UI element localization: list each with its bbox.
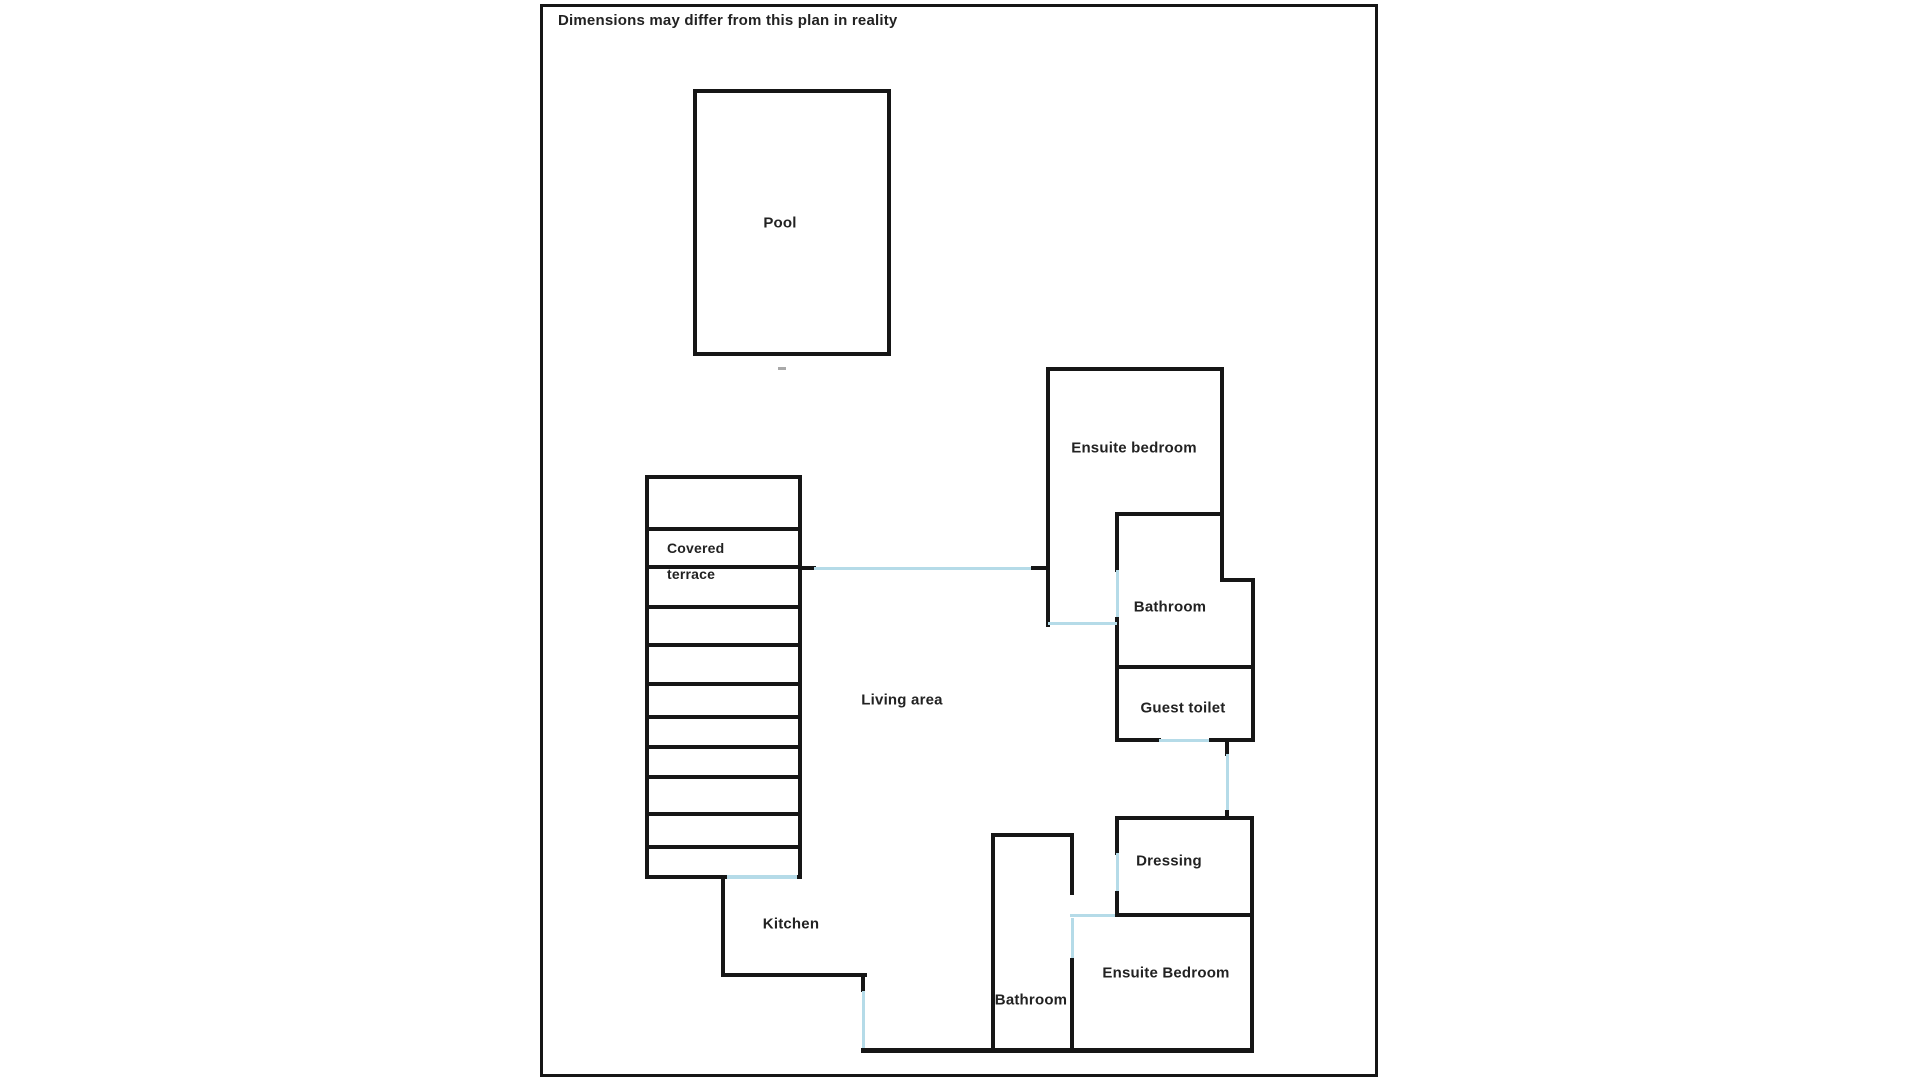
- guest-toilet-left-wall: [1115, 665, 1119, 742]
- bathroom2-top-wall: [991, 833, 1074, 837]
- bedroom1-left-wall: [1046, 367, 1050, 627]
- terrace-slat-5: [645, 682, 802, 686]
- kitchen-door-stub: [861, 977, 865, 992]
- terrace-slat-8: [645, 775, 802, 779]
- bedroom2-label: Ensuite Bedroom: [1102, 964, 1230, 982]
- dressing-left-wall-upper: [1115, 816, 1119, 855]
- terrace-slat-1: [645, 527, 802, 531]
- dressing-door-opening: [1116, 853, 1119, 893]
- bedroom1-door-opening: [1048, 622, 1117, 625]
- bathroom2-right-wall-upper: [1070, 833, 1074, 895]
- kitchen-label: Kitchen: [762, 915, 820, 933]
- bathroom1-label: Bathroom: [1133, 598, 1207, 616]
- guest-toilet-label: Guest toilet: [1140, 699, 1226, 717]
- guest-toilet-right-wall: [1251, 665, 1255, 742]
- dressing-label: Dressing: [1136, 852, 1202, 870]
- bedroom2-entry-opening: [1070, 914, 1117, 917]
- terrace-slat-4: [645, 643, 802, 647]
- living-area-opening: [814, 567, 1033, 570]
- kitchen-door-opening: [862, 991, 865, 1050]
- terrace-slat-6: [645, 715, 802, 719]
- disclaimer-text: Dimensions may differ from this plan in …: [558, 12, 898, 29]
- guest-toilet-bottom-wall-left: [1115, 738, 1161, 742]
- bathroom2-right-wall-lower: [1070, 958, 1074, 1050]
- bathroom1-step-wall: [1220, 578, 1255, 582]
- bathroom1-right-wall-lower: [1251, 578, 1255, 669]
- terrace-slat-9: [645, 812, 802, 816]
- terrace-slat-10: [645, 845, 802, 849]
- covered-terrace-outline: [645, 475, 802, 879]
- dressing-left-wall-lower: [1115, 891, 1119, 917]
- bedroom1-label: Ensuite bedroom: [1071, 439, 1197, 457]
- corridor-stub-top: [1225, 738, 1229, 756]
- living-opening-right-tick: [1031, 566, 1048, 570]
- bathroom1-left-wall-upper: [1115, 512, 1119, 572]
- bathroom1-left-wall-lower: [1115, 617, 1119, 669]
- pool-label: Pool: [763, 214, 797, 232]
- bathroom2-label: Bathroom: [994, 991, 1068, 1009]
- covered-terrace-label-line2: terrace: [667, 566, 716, 582]
- pool-small-mark: [778, 367, 786, 370]
- kitchen-bottom-wall: [721, 973, 867, 977]
- bedroom1-right-wall: [1220, 367, 1224, 582]
- terrace-slat-7: [645, 745, 802, 749]
- living-opening-left-tick: [800, 566, 816, 570]
- bedroom1-top-wall: [1046, 367, 1224, 371]
- corridor-stub-bottom: [1225, 810, 1229, 818]
- terrace-slat-3: [645, 605, 802, 609]
- bathroom1-door-opening: [1116, 570, 1119, 619]
- dressing-bottom-wall: [1115, 913, 1254, 917]
- corridor-opening: [1226, 754, 1229, 814]
- pool-room-outline: [693, 89, 891, 356]
- bedroom2-right-wall: [1250, 816, 1254, 1050]
- terrace-kitchen-door-opening: [727, 875, 797, 879]
- bathroom2-left-wall: [991, 833, 995, 1050]
- house-bottom-wall: [861, 1048, 1254, 1053]
- guest-toilet-door-opening: [1159, 739, 1211, 742]
- living-area-label: Living area: [861, 691, 943, 709]
- guest-toilet-top-wall: [1115, 665, 1255, 669]
- bathroom2-door-opening: [1071, 918, 1074, 962]
- guest-toilet-bottom-wall-right: [1209, 738, 1255, 742]
- kitchen-left-wall: [721, 878, 725, 977]
- covered-terrace-label-line1: Covered: [667, 540, 725, 556]
- bathroom1-top-wall: [1115, 512, 1224, 516]
- terrace-slat-2: [645, 565, 802, 569]
- dressing-top-wall: [1115, 816, 1254, 820]
